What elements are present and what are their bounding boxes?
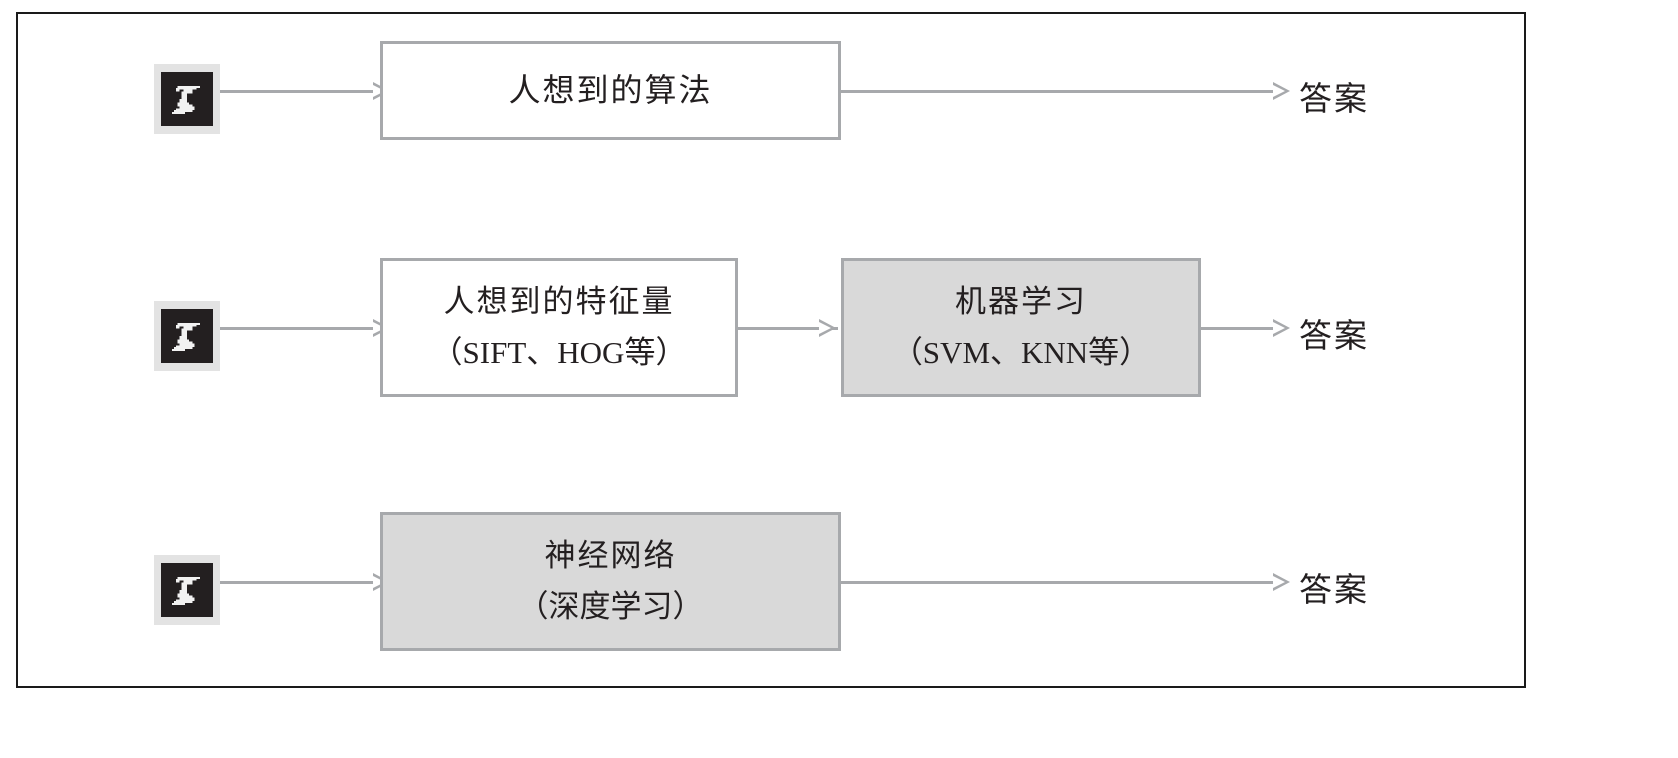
input-digit-thumbnail-row2 (154, 301, 220, 371)
stage-box-row3-neural-network: 神经网络 （深度学习） (380, 512, 841, 651)
answer-label-row2: 答案 (1299, 319, 1369, 355)
connector-row1-stage1-to-answer (841, 90, 1275, 93)
connector-row3-input-to-stage1 (220, 581, 375, 584)
answer-label-row1: 答案 (1299, 82, 1369, 118)
diagram-outer-frame: 人想到的算法 答案 (16, 12, 1526, 688)
stage-label-line2: （SVM、KNN等） (891, 334, 1151, 370)
connector-row2-stage2-to-answer (1201, 327, 1275, 330)
stage-label-line1: 人想到的算法 (508, 72, 713, 109)
answer-label-row3: 答案 (1299, 573, 1369, 609)
stage-label-line2: （深度学习） (517, 588, 704, 624)
connector-row2-input-to-stage1 (220, 327, 375, 330)
handwritten-digit-five-image (161, 563, 213, 617)
handwritten-digit-five-image (161, 72, 213, 126)
connector-row1-input-to-stage1 (220, 90, 375, 93)
stage-box-row2-machine-learning: 机器学习 （SVM、KNN等） (841, 258, 1201, 397)
input-digit-thumbnail-row1 (154, 64, 220, 134)
stage-box-row1-human-algorithm: 人想到的算法 (380, 41, 841, 140)
input-digit-thumbnail-row3 (154, 555, 220, 625)
connector-row3-stage1-to-answer (841, 581, 1275, 584)
stage-label-line1: 人想到的特征量 (443, 283, 675, 319)
handwritten-digit-five-image (161, 309, 213, 363)
stage-box-row2-human-features: 人想到的特征量 （SIFT、HOG等） (380, 258, 738, 397)
arrowhead-row2-answer (1273, 319, 1290, 337)
arrowhead-row3-answer (1273, 573, 1290, 591)
connector-row2-stage1-to-stage2 (738, 327, 838, 330)
stage-label-line1: 神经网络 (544, 537, 677, 573)
arrowhead-row2-stage2 (819, 319, 836, 337)
arrowhead-row1-answer (1273, 82, 1290, 100)
stage-label-line2: （SIFT、HOG等） (431, 334, 687, 370)
stage-label-line1: 机器学习 (955, 283, 1087, 319)
